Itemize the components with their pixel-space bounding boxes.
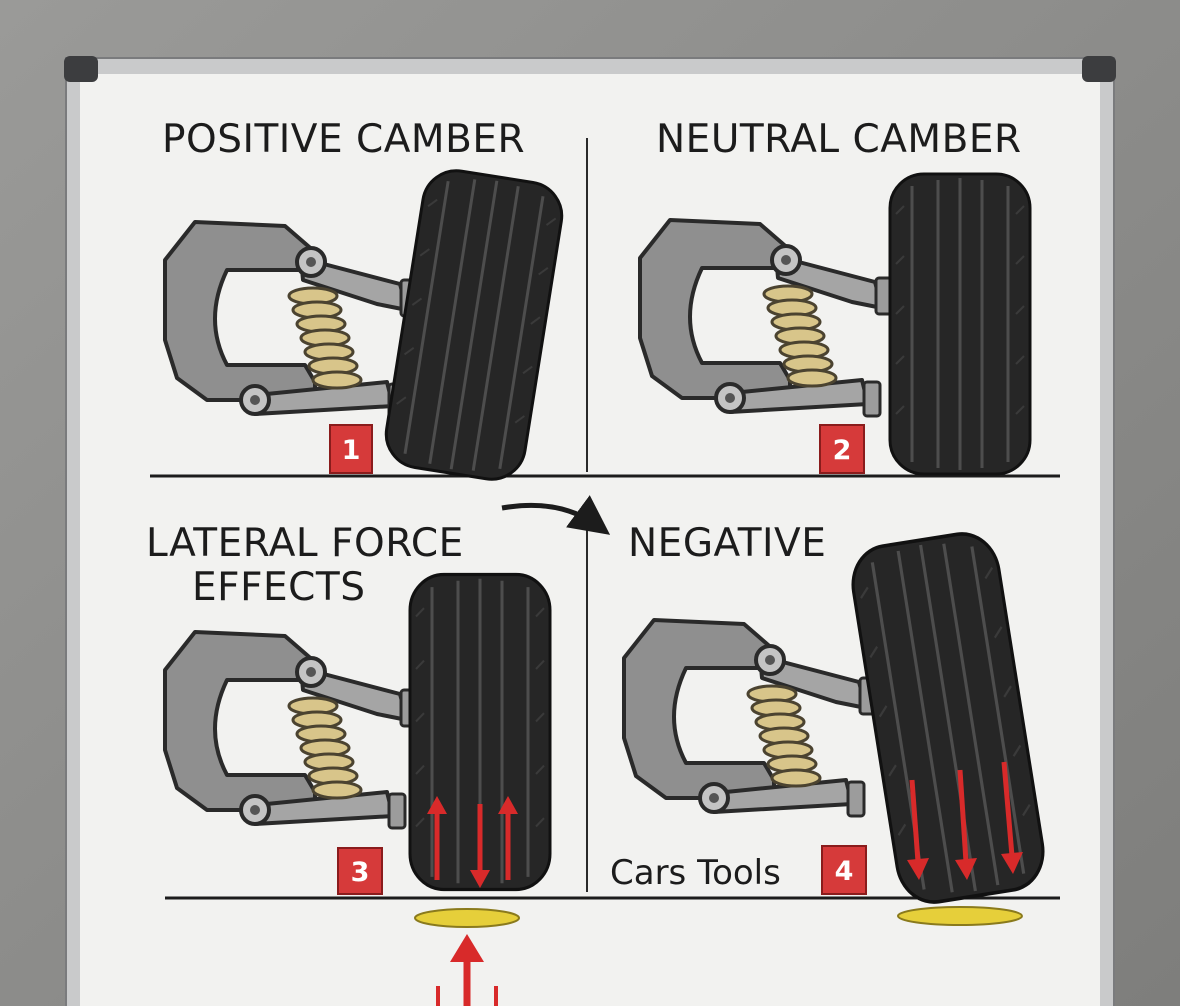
contact-patch-3 — [414, 908, 520, 928]
panel-3-title-line-2: EFFECTS — [192, 565, 365, 610]
badge-4 — [821, 845, 867, 895]
badge-2-number: 2 — [833, 435, 852, 466]
panel-2-title: NEUTRAL CAMBER — [656, 117, 1022, 162]
upward-force-arrow — [436, 934, 498, 1006]
lateral-force-arrows — [427, 796, 518, 888]
panel-positive-camber: POSITIVE CAMBER 1 — [162, 117, 569, 486]
badge-1 — [329, 424, 373, 474]
contact-patch-4 — [897, 906, 1023, 926]
board-corner-left — [64, 56, 98, 82]
panel-1-title: POSITIVE CAMBER — [162, 117, 525, 162]
panel-3-title-line-1: LATERAL FORCE — [146, 521, 464, 566]
panel-4-title: NEGATIVE — [628, 521, 826, 566]
board-corner-right — [1082, 56, 1116, 82]
panel-lateral-force: LATERAL FORCE EFFECTS 3 — [146, 521, 552, 1006]
tire-2 — [888, 172, 1032, 476]
downward-force-arrows — [907, 761, 1023, 880]
watermark-text: Cars Tools — [610, 853, 781, 893]
panel-negative-camber: NEGATIVE 4 — [622, 521, 1051, 926]
badge-2 — [819, 424, 865, 474]
transition-arrow — [501, 495, 611, 535]
badge-3-number: 3 — [351, 857, 370, 888]
badge-3 — [337, 847, 383, 895]
panel-neutral-camber: NEUTRAL CAMBER 2 — [638, 117, 1032, 476]
badge-1-number: 1 — [342, 435, 361, 466]
badge-4-number: 4 — [835, 856, 854, 887]
